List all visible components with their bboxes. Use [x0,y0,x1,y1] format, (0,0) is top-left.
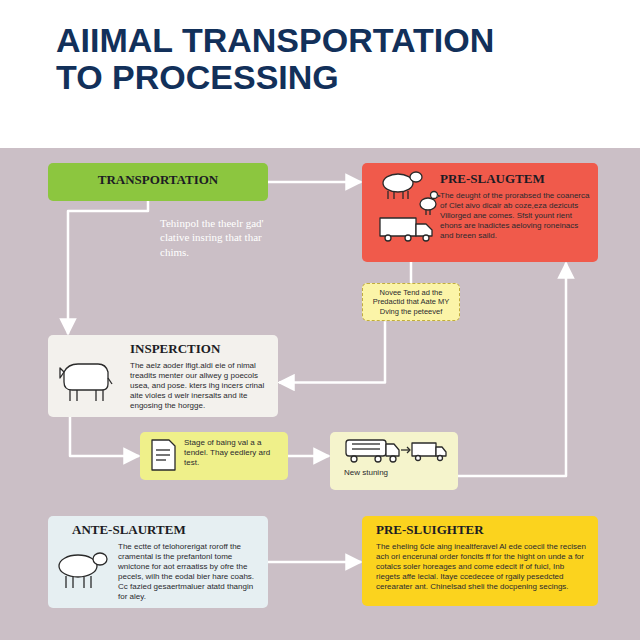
box-text: New stuning [344,468,450,478]
panel [0,148,640,640]
flow-arrow [268,561,361,564]
box-text: The deught of the prorabsed the coanerca… [440,191,590,241]
chicken-icon [420,192,440,216]
process-box: TRANSPORTATION [48,163,268,201]
cow-icon [60,364,112,401]
document-icon [152,440,175,470]
flow-arrow [70,417,139,456]
box-heading: INSPERCTION [130,341,270,357]
step-box: Stage of baing val a a tendel. Thay eedl… [140,432,288,480]
box-heading: PRE-SLAUGTEM [440,171,590,187]
flow-arrow [458,263,566,476]
flow-arrow [288,455,329,458]
flow-arrow [410,262,413,283]
truck-icon [412,443,446,461]
box-text: The ectte of telohorerigat roroff the cr… [118,542,260,602]
box-text: Novee Tend ad the Predactid that Aate MY… [368,288,454,316]
truck-icon [380,218,432,241]
box-text: The eheling 6cle aing inealtferavel Al e… [376,542,590,592]
step-box: New stuning [330,432,458,490]
process-box: ANTE-SLAURTEM The ectte of telohorerigat … [48,516,268,608]
box-heading: TRANSPORTATION [56,172,260,188]
sheep-icon [383,172,422,199]
trailer-icon [346,440,399,462]
box-text: Stage of baing val a a tendel. Thay eedl… [184,438,282,468]
flow-arrow [68,201,148,334]
note-text: Tehinpol the theelr gad' clative insring… [160,216,266,259]
process-box: PRE-SLUIGHTER The eheling 6cle aing ineal… [362,516,598,606]
flow-arrow [268,181,361,184]
sheep-icon [59,553,107,588]
process-box: PRE-SLAUGTEM The deught of the prorabsed … [362,163,598,262]
box-text: The aelz aoder lfigt.aldi eie of nimal t… [130,361,270,411]
arrow-symbol [401,449,409,450]
process-box: INSPERCTION The aelz aoder lfigt.aldi eie… [48,335,278,417]
diagram-title: AIIMAL TRANSPORTATION TO PROCESSING [56,22,546,95]
arrow-symbol [407,447,410,453]
box-heading: ANTE-SLAURTEM [72,522,260,538]
box-heading: PRE-SLUIGHTER [376,522,590,538]
flow-arrow [279,321,385,382]
note-box: Novee Tend ad the Predactid that Aate MY… [362,283,460,321]
